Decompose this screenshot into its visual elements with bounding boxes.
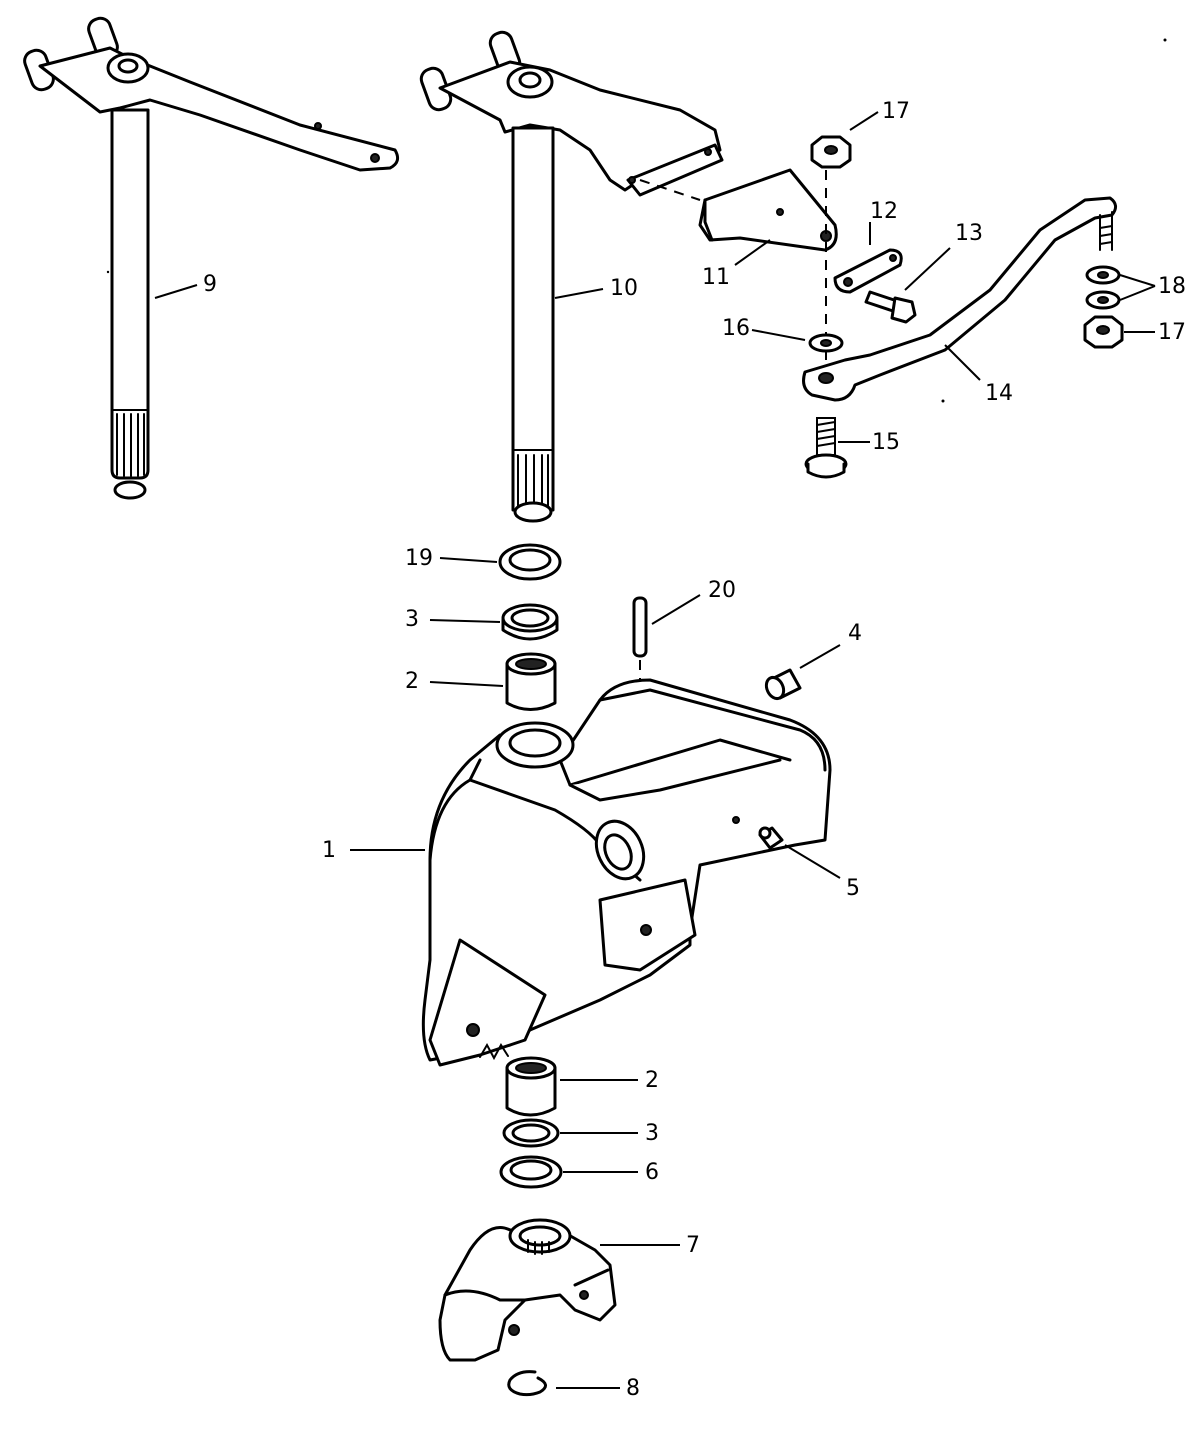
- leader-19: [439, 557, 498, 563]
- callout-7: 7: [686, 1233, 700, 1258]
- part-4-small-bushing: [764, 668, 802, 701]
- callout-9: 9: [203, 272, 217, 297]
- leader-20: [651, 594, 701, 625]
- callout-17-right: 17: [1158, 320, 1186, 345]
- part-1-swivel-bracket: [421, 678, 832, 1067]
- callout-8: 8: [626, 1376, 640, 1401]
- part-7-steering-yoke: [438, 1218, 617, 1362]
- part-3-ring-upper: [501, 603, 559, 641]
- part-10-steering-shaft: [419, 30, 724, 523]
- callout-19: 19: [405, 546, 433, 571]
- part-20-pin: [632, 596, 648, 658]
- callout-3-upper: 3: [405, 607, 419, 632]
- part-16-washer: [808, 333, 844, 353]
- speck: [1163, 38, 1167, 42]
- leader-3-upper: [429, 619, 501, 623]
- callout-5: 5: [846, 876, 860, 901]
- part-17-nut-top: [810, 135, 852, 169]
- callout-10: 10: [610, 276, 638, 301]
- part-6-seal: [499, 1155, 563, 1189]
- leader-18b: [1119, 285, 1156, 301]
- part-18-washers: [1085, 265, 1121, 310]
- leader-9: [154, 284, 198, 299]
- part-8-retaining-ring: [507, 1370, 547, 1397]
- part-12-link-plate: [833, 248, 903, 294]
- callout-13: 13: [955, 221, 983, 246]
- part-3-ring-lower: [502, 1118, 560, 1148]
- speck: [941, 399, 945, 403]
- leader-14: [944, 344, 981, 381]
- part-17-nut-right: [1083, 315, 1124, 349]
- part-2-bushing-upper: [505, 652, 557, 711]
- callout-12: 12: [870, 199, 898, 224]
- leader-4: [799, 644, 841, 669]
- leader-16: [751, 329, 806, 341]
- part-14-tie-rod: [802, 196, 1117, 402]
- part-19-seal: [498, 543, 562, 581]
- speck: [106, 270, 110, 274]
- leader-18a: [1119, 274, 1156, 287]
- callout-18: 18: [1158, 274, 1186, 299]
- part-15-screw: [804, 417, 848, 479]
- callout-15: 15: [872, 430, 900, 455]
- part-2-bushing-lower: [505, 1056, 557, 1117]
- part-11-bracket: [698, 168, 838, 252]
- callout-6: 6: [645, 1160, 659, 1185]
- part-5-grease-fitting: [758, 826, 784, 850]
- callout-2-upper: 2: [405, 669, 419, 694]
- callout-14: 14: [985, 381, 1013, 406]
- callout-20: 20: [708, 578, 736, 603]
- callout-2-lower: 2: [645, 1068, 659, 1093]
- leader-10: [554, 288, 604, 299]
- leader-2-upper: [429, 681, 504, 687]
- callout-17-top: 17: [882, 99, 910, 124]
- callout-3-lower: 3: [645, 1121, 659, 1146]
- leader-17-top: [849, 111, 879, 131]
- callout-1: 1: [322, 838, 336, 863]
- callout-16: 16: [722, 316, 750, 341]
- part-9-steering-shaft: [23, 16, 400, 500]
- leader-5: [784, 844, 841, 879]
- leader-11: [734, 239, 771, 266]
- part-13-bolt: [864, 290, 917, 324]
- leader-13: [904, 247, 951, 291]
- callout-4: 4: [848, 621, 862, 646]
- callout-11: 11: [702, 265, 730, 290]
